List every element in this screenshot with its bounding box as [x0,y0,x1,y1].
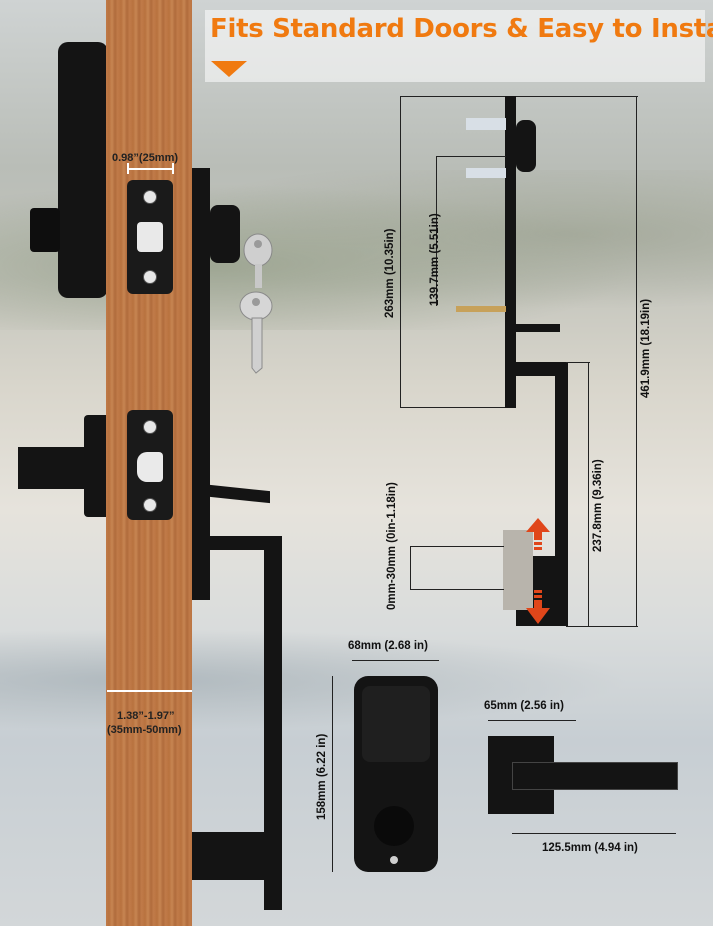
backset-line [127,168,173,170]
spacing-label: 139.7mm (5.51in) [429,213,441,306]
lever-plate-label: 65mm (2.56 in) [484,700,564,712]
handle-bottom-base [192,832,282,880]
keypad-screen [362,686,430,762]
dim-tick [516,96,638,97]
dim-line-263 [400,96,401,408]
side-handle-grip [555,362,568,626]
lever-handle [512,762,678,790]
arrow-up-icon [526,518,550,550]
title-banner [205,10,705,82]
side-bolt-2 [466,168,506,178]
dim-tick [400,96,505,97]
keypad-width-label: 68mm (2.68 in) [348,640,428,652]
dim-line-461 [636,96,637,626]
key-icon [239,233,273,374]
backset-label: 0.98”(25mm) [112,152,179,164]
side-bolt [466,118,506,130]
usb-port-icon [390,856,398,864]
dim-tick [566,362,590,363]
handle-top-arm [192,536,282,550]
interior-lever-small [210,484,270,504]
interior-knob [210,205,240,263]
title-pointer-icon [211,61,247,77]
screw-icon [143,190,157,204]
lever-length-label: 125.5mm (4.94 in) [542,842,638,854]
dim-tick [436,156,506,157]
thickness-line [107,690,192,692]
dim-line-237 [588,362,589,626]
dim-tick [400,407,505,408]
thumb-turn [30,208,60,252]
screw-icon [143,420,157,434]
bolt-face [137,222,163,252]
thickness-label-mm: (35mm-50mm) [107,724,182,736]
arrow-down-icon [526,590,550,624]
side-spindle [456,306,506,312]
screw-icon [143,270,157,284]
side-handle-arm [516,362,566,376]
dim-line-125 [512,833,676,834]
interior-plate [192,168,210,600]
dim-line-65 [488,720,576,721]
dim-line-158 [332,676,333,872]
dim-tick [410,546,504,547]
dim-line-68 [352,660,439,661]
latch-face [137,452,163,482]
dim-line-adjust [410,546,411,590]
dim-tick [566,626,638,627]
lower-strike-plate [127,410,173,520]
thickness-label: 1.38”-1.97” [117,710,175,722]
side-door-section [503,530,533,610]
exterior-keypad-body [58,42,108,298]
handle-length-label: 237.8mm (9.36in) [592,459,604,552]
adjust-label: 0mm-30mm (0in-1.18in) [386,482,398,610]
page-title: Fits Standard Doors & Easy to Install [210,14,713,44]
backset-tick [127,163,129,174]
height-upper-label: 263mm (10.35in) [384,228,396,319]
side-plate-upper [505,96,516,408]
keypad-height-label: 158mm (6.22 in) [316,733,328,820]
adjust-arrows [526,518,550,624]
screw-icon [143,498,157,512]
keyhole-icon [374,806,414,846]
height-total-label: 461.9mm (18.19in) [640,298,652,398]
side-lever [516,324,560,332]
dim-tick [410,589,504,590]
backset-tick [172,163,174,174]
dim-line-139 [436,156,437,306]
handle-grip [264,548,282,910]
side-deadbolt-knob [516,120,536,172]
keypad-front [354,676,438,872]
upper-strike-plate [127,180,173,294]
